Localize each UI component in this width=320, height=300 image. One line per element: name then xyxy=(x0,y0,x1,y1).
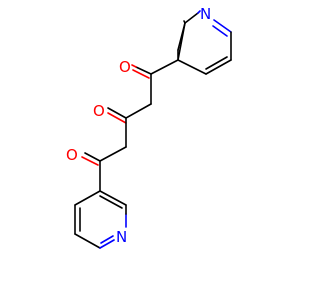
oxygen-atom-label: O xyxy=(93,102,105,120)
oxygen-atom-label: O xyxy=(66,146,78,164)
oxygen-atom-label: O xyxy=(119,58,131,76)
pyridine-ring-top xyxy=(177,10,232,75)
diketone-chain xyxy=(81,59,179,192)
nitrogen-atom-label: N xyxy=(200,5,211,23)
molecule-structure: O O O N N xyxy=(66,5,232,249)
nitrogen-atom-label: N xyxy=(116,228,127,246)
pyridine-ring-bottom xyxy=(74,190,127,249)
